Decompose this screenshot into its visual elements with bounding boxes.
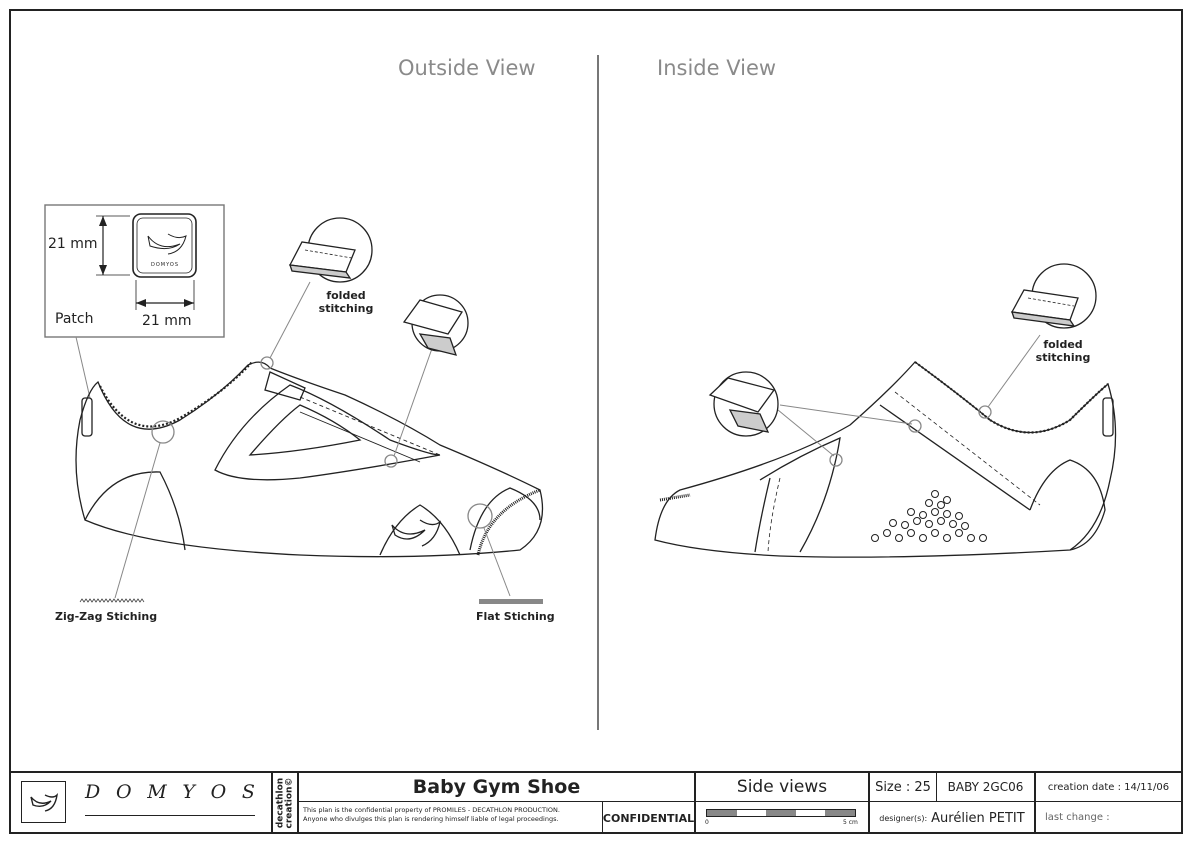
product-name: Baby Gym Shoe (412, 776, 581, 798)
scale-start: 0 (705, 819, 709, 826)
zigzag-stitching-label: Zig-Zag Stiching (55, 610, 158, 623)
title-block: D O M Y O S decathlon creation© Baby Gym… (9, 771, 1183, 834)
outside-shoe-outline (75, 361, 544, 558)
designer-label: designer(s): (879, 813, 928, 823)
brand-letter: M (147, 781, 167, 803)
outside-view-shoe (75, 356, 544, 558)
flat-stitch-toe (476, 488, 541, 556)
folded-stitch-detail-inside-2 (708, 371, 779, 437)
inside-view-shoe (654, 361, 1117, 558)
inside-view-title: Inside View (657, 56, 777, 80)
inside-leaders (777, 334, 1041, 457)
confidential-notice: This plan is the confidential property o… (303, 806, 560, 823)
size-field: Size : 25 (875, 779, 931, 795)
domyos-wordmark: D O M Y O S (85, 781, 255, 803)
brand-letter: Y (182, 781, 195, 803)
folded-stitch-detail-inside-1 (1010, 263, 1097, 329)
scale-end: 5 cm (843, 819, 858, 826)
technical-drawing (44, 55, 1117, 730)
domyos-logo-cell (21, 781, 66, 823)
designer-name: Aurélien PETIT (931, 810, 1025, 826)
sole-logo-icon (391, 519, 442, 547)
domyos-swoosh-icon (29, 793, 58, 812)
creation-date: creation date : 14/11/06 (1047, 781, 1170, 793)
folded-stitch-detail-outside-2 (402, 294, 469, 356)
patch-width-label: 21 mm (142, 313, 192, 329)
folded-stitching-inside-label: folded stitching (1035, 338, 1091, 364)
strap (214, 384, 441, 481)
reference-code: BABY 2GC06 (947, 780, 1024, 794)
decathlon-creation-mark: decathlon creation© (275, 777, 294, 828)
brand-letter: O (115, 781, 132, 803)
tread-dots (871, 490, 987, 542)
last-change: last change : (1045, 812, 1110, 823)
drawing-sheet-border (9, 9, 1183, 834)
brand-letter: D (85, 781, 101, 803)
zigzag-swatch (79, 598, 145, 603)
brand-letter: O (210, 781, 227, 803)
patch-detail (44, 204, 225, 399)
flat-stitch-swatch (479, 599, 543, 604)
confidential-label: CONFIDENTIAL (602, 811, 695, 825)
designer-field: designer(s): Aurélien PETIT (870, 802, 1034, 834)
folded-stitch-detail-outside-1 (288, 217, 373, 283)
scale-bar (706, 809, 856, 817)
zigzag-collar (99, 361, 253, 428)
patch-height-label: 21 mm (48, 236, 98, 252)
patch-label: Patch (55, 311, 94, 327)
view-type: Side views (736, 777, 828, 797)
folded-stitching-outside-label: folded stitching (318, 289, 374, 315)
domyos-swoosh-icon (147, 233, 187, 255)
patch-logo-square (132, 213, 197, 278)
flat-stitching-label: Flat Stiching (476, 610, 555, 623)
patch-logo-text: DOMYOS (151, 262, 179, 268)
brand-letter: S (241, 781, 255, 803)
outside-leaders (114, 281, 511, 599)
outside-view-title: Outside View (398, 56, 536, 80)
